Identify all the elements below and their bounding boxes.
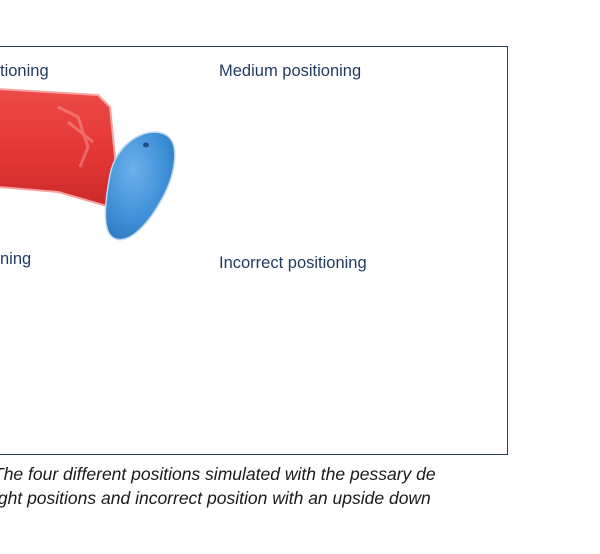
panel-label-bottom-left: ning [0, 250, 32, 268]
panel-1-body-texture [57, 105, 94, 168]
panel-1-model [0, 88, 176, 241]
panel-label-top-left: tioning [0, 62, 49, 80]
caption-line-1: The four different positions simulated w… [0, 464, 436, 484]
panel-label-incorrect: Incorrect positioning [219, 254, 367, 272]
figure-frame: tioning Medium positioning ning Incorrec… [0, 46, 508, 455]
caption-line-2: ight positions and incorrect position wi… [0, 488, 431, 508]
panel-1-pessary-hole [143, 142, 149, 148]
figure-illustration [0, 88, 176, 241]
panel-label-medium: Medium positioning [219, 62, 362, 80]
panel-1-pessary [104, 131, 176, 241]
figure-caption: The four different positions simulated w… [0, 462, 600, 510]
